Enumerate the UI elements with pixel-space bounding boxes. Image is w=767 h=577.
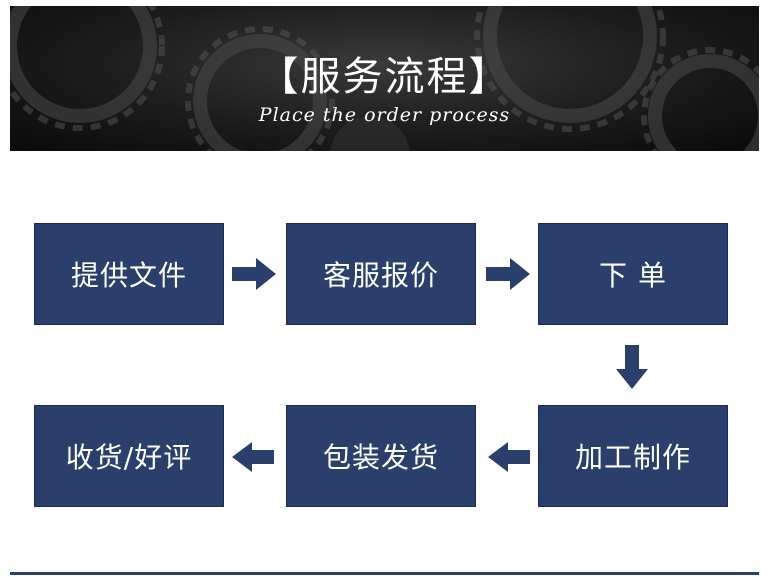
arrow-down-icon — [616, 345, 648, 389]
arrow-left-icon — [232, 442, 274, 472]
banner-title: 【服务流程】 — [258, 54, 511, 100]
step-packing-shipping: 包装发货 — [286, 405, 476, 507]
step-provide-files: 提供文件 — [34, 223, 224, 325]
gears-background-icon — [10, 6, 759, 151]
banner-subtitle: Place the order process — [258, 104, 511, 126]
arrow-right-icon — [232, 258, 276, 290]
step-receive-review: 收货/好评 — [34, 405, 224, 507]
header-banner: 【服务流程】 Place the order process — [10, 6, 759, 151]
arrow-left-icon — [488, 442, 530, 472]
bottom-divider — [10, 572, 759, 575]
step-processing: 加工制作 — [538, 405, 728, 507]
arrow-right-icon — [486, 258, 530, 290]
step-quote: 客服报价 — [286, 223, 476, 325]
step-order: 下 单 — [538, 223, 728, 325]
